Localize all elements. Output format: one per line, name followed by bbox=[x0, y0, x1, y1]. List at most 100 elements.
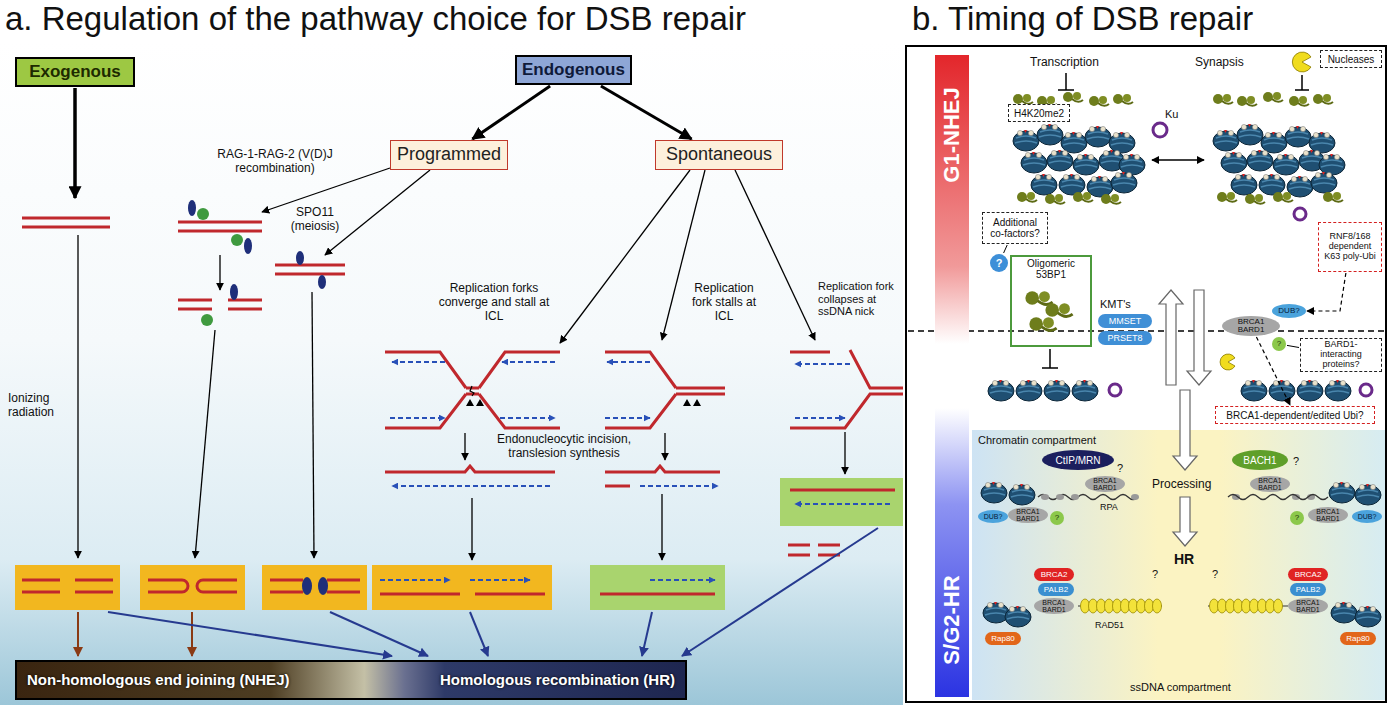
enzyme-label: RAG-1-RAG-2 (V(D)J recombination) bbox=[205, 148, 345, 176]
box-text: BRCA1 BARD1 bbox=[1224, 318, 1278, 334]
chromatin-cluster bbox=[1213, 92, 1345, 204]
protein-ellipse: DUB? bbox=[978, 510, 1008, 523]
box-text: PALB2 bbox=[1044, 586, 1068, 594]
area-text: Homologous recombination (HR) bbox=[440, 671, 675, 688]
timing-art bbox=[908, 52, 1385, 700]
source-box: Exogenous bbox=[15, 57, 135, 87]
connector bbox=[472, 86, 550, 139]
box-text: CtIP/MRN bbox=[1056, 455, 1101, 466]
box-text: H4K20me2 bbox=[1014, 108, 1064, 119]
protein-ellipse: BRCA1 BARD1 bbox=[1008, 507, 1048, 523]
dashed-box: Additional co-factors? bbox=[982, 212, 1048, 244]
protein-pill: PALB2 bbox=[1038, 583, 1074, 596]
protein-box: Oligomeric 53BP1 bbox=[1010, 255, 1092, 347]
box-text: RNF8/168 dependent K63 poly-Ubi bbox=[1322, 232, 1378, 262]
dashed-box: H4K20me2 bbox=[1008, 104, 1070, 122]
box-text: Endogenous bbox=[522, 61, 625, 80]
dashed-box: BRCA1-dependent/edited Ubi? bbox=[1215, 406, 1375, 424]
protein-pill: BRCA2 bbox=[1288, 568, 1328, 581]
area-text: Processing bbox=[1152, 477, 1211, 491]
protein-ellipse: DUB? bbox=[1352, 510, 1382, 523]
box-text: MMSET bbox=[1109, 317, 1142, 326]
connector bbox=[1307, 273, 1346, 311]
category-box: Programmed bbox=[390, 140, 508, 170]
protein-pill: BRCA2 bbox=[1034, 568, 1074, 581]
dashed-box: RNF8/168 dependent K63 poly-Ubi bbox=[1318, 222, 1382, 272]
spontaneous-arrows bbox=[560, 170, 815, 343]
process-label: Endonucleocytic incision, translesion sy… bbox=[476, 433, 652, 461]
box-text: BRCA1 BARD1 bbox=[1036, 599, 1072, 613]
enzyme-pill: MMSET bbox=[1098, 314, 1152, 328]
question-circle: ? bbox=[990, 254, 1008, 272]
protein-pill: PALB2 bbox=[1290, 583, 1326, 596]
protein-pill: Rap80 bbox=[985, 632, 1021, 645]
box-text: Exogenous bbox=[29, 63, 121, 82]
area-text: G1-NHEJ bbox=[939, 87, 965, 182]
panel-title: a. Regulation of the pathway choice for … bbox=[5, 0, 746, 38]
protein-ellipse: BRCA1 BARD1 bbox=[1034, 598, 1074, 614]
event-label: Replication fork collapses at ssDNA nick bbox=[818, 280, 902, 318]
box-text: Rap80 bbox=[1346, 635, 1370, 643]
event-label: Replication fork stalls at ICL bbox=[684, 282, 764, 323]
box-text: Additional co-factors? bbox=[986, 217, 1044, 239]
question-circle: ? bbox=[1272, 337, 1286, 351]
enzyme-label: KMT's bbox=[1100, 298, 1131, 311]
box-text: BARD1-interacting proteins? bbox=[1304, 340, 1378, 370]
box-text: BRCA1 BARD1 bbox=[1252, 477, 1288, 491]
area-text: ssDNA compartment bbox=[1130, 681, 1231, 693]
box-text: BRCA2 bbox=[1041, 571, 1068, 579]
box-text: DUB? bbox=[1358, 513, 1377, 520]
question-mark: ? bbox=[1152, 568, 1158, 581]
spo11-meiosis bbox=[275, 170, 430, 558]
area-text: Non-homologous end joining (NHEJ) bbox=[27, 671, 289, 688]
box-text: BRCA1-dependent/edited Ubi? bbox=[1226, 410, 1363, 421]
protein-ellipse: CtIP/MRN bbox=[1042, 450, 1114, 470]
box-text: DUB? bbox=[1278, 307, 1299, 315]
connector bbox=[1287, 345, 1299, 347]
box-text: Oligomeric 53BP1 bbox=[1015, 258, 1087, 280]
connector bbox=[1004, 245, 1008, 253]
question-circle: ? bbox=[1050, 511, 1064, 525]
connector bbox=[1256, 337, 1290, 405]
box-text: Rap80 bbox=[991, 635, 1015, 643]
protein-ellipse: BRCA1 BARD1 bbox=[1288, 598, 1328, 614]
connector bbox=[601, 86, 692, 139]
protein-ellipse: DUB? bbox=[1272, 304, 1306, 318]
area-text: Chromatin compartment bbox=[978, 434, 1096, 446]
area-text: S/G2-HR bbox=[939, 575, 965, 664]
protein-ellipse: BRCA1 BARD1 bbox=[1250, 476, 1290, 492]
box-text: PALB2 bbox=[1296, 586, 1320, 594]
enzyme-label: SPO11 (meiosis) bbox=[285, 206, 345, 234]
box-text: BRCA1 BARD1 bbox=[1310, 508, 1346, 522]
process-label: Transcription bbox=[1030, 56, 1099, 70]
box-text: PRSET8 bbox=[1107, 334, 1142, 343]
box-text: ? bbox=[1277, 340, 1281, 348]
question-mark: ? bbox=[1212, 568, 1218, 581]
source-label: Ionizing radiation bbox=[8, 392, 72, 420]
box-text: ? bbox=[1055, 514, 1059, 522]
panel-title: b. Timing of DSB repair bbox=[912, 0, 1253, 38]
box-text: BRCA1 BARD1 bbox=[1290, 599, 1326, 613]
protein-pill: Rap80 bbox=[1340, 632, 1376, 645]
enzyme-pill: PRSET8 bbox=[1098, 331, 1152, 345]
box-text: DUB? bbox=[984, 513, 1003, 520]
stalled-fork bbox=[605, 352, 725, 560]
protein-ellipse: BRCA1 BARD1 bbox=[1222, 316, 1280, 336]
exogenous-path bbox=[22, 88, 110, 558]
area-text: HR bbox=[1174, 551, 1194, 567]
rag-recombination bbox=[178, 168, 390, 558]
box-text: Programmed bbox=[397, 145, 501, 165]
box-text: BRCA2 bbox=[1295, 571, 1322, 579]
box-text: BRCA1 BARD1 bbox=[1010, 508, 1046, 522]
protein-label: RPA bbox=[1100, 502, 1118, 512]
box-text: Nucleases bbox=[1328, 54, 1375, 65]
box-text: Spontaneous bbox=[666, 145, 772, 165]
compartment-area: Chromatin compartmentProcessingHR ssDNA c… bbox=[972, 430, 1385, 700]
protein-ellipse: BRCA1 BARD1 bbox=[1085, 476, 1125, 492]
protein-label: RAD51 bbox=[1095, 620, 1124, 630]
protein-ellipse: BRCA1 BARD1 bbox=[1308, 507, 1348, 523]
protein-ellipse: BACH1 bbox=[1232, 450, 1288, 470]
